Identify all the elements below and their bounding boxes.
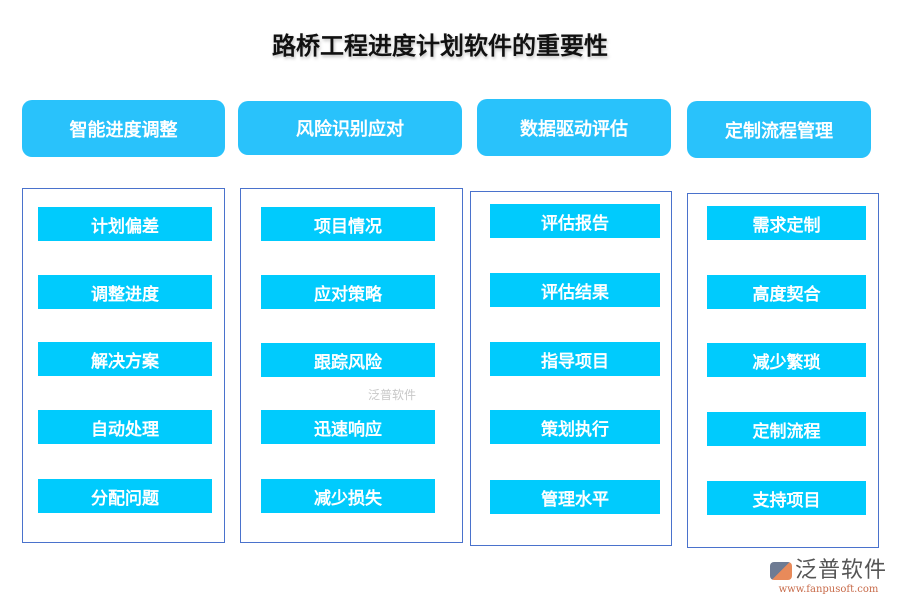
column-item: 跟踪风险 bbox=[261, 343, 435, 377]
column-item: 管理水平 bbox=[490, 480, 660, 514]
column-item: 解决方案 bbox=[38, 342, 212, 376]
column-header: 智能进度调整 bbox=[22, 100, 225, 157]
column-item: 支持项目 bbox=[707, 481, 866, 515]
column-item: 指导项目 bbox=[490, 342, 660, 376]
column-item: 迅速响应 bbox=[261, 410, 435, 444]
column-item: 策划执行 bbox=[490, 410, 660, 444]
logo-url: www.fanpusoft.com bbox=[778, 584, 879, 595]
column-item: 减少繁琐 bbox=[707, 343, 866, 377]
column-header: 风险识别应对 bbox=[238, 101, 462, 155]
column-item: 减少损失 bbox=[261, 479, 435, 513]
column-header: 数据驱动评估 bbox=[477, 99, 671, 156]
page-title: 路桥工程进度计划软件的重要性 bbox=[272, 32, 608, 60]
column-item: 评估报告 bbox=[490, 204, 660, 238]
logo-name: 泛普软件 bbox=[795, 558, 888, 583]
column-item: 需求定制 bbox=[707, 206, 866, 240]
column-box bbox=[22, 188, 225, 543]
column-item: 应对策略 bbox=[261, 275, 435, 309]
column-item: 调整进度 bbox=[38, 275, 212, 309]
column-item: 自动处理 bbox=[38, 410, 212, 444]
column-item: 分配问题 bbox=[38, 479, 212, 513]
column-box bbox=[687, 193, 879, 548]
column-item: 计划偏差 bbox=[38, 207, 212, 241]
column-item: 定制流程 bbox=[707, 412, 866, 446]
watermark: 泛普软件 bbox=[368, 388, 417, 402]
column-item: 项目情况 bbox=[261, 207, 435, 241]
logo-icon bbox=[770, 562, 792, 580]
column-box bbox=[470, 191, 672, 546]
column-item: 评估结果 bbox=[490, 273, 660, 307]
column-item: 高度契合 bbox=[707, 275, 866, 309]
column-box bbox=[240, 188, 463, 543]
brand-logo: 泛普软件 www.fanpusoft.com bbox=[770, 552, 887, 595]
column-header: 定制流程管理 bbox=[687, 101, 871, 158]
